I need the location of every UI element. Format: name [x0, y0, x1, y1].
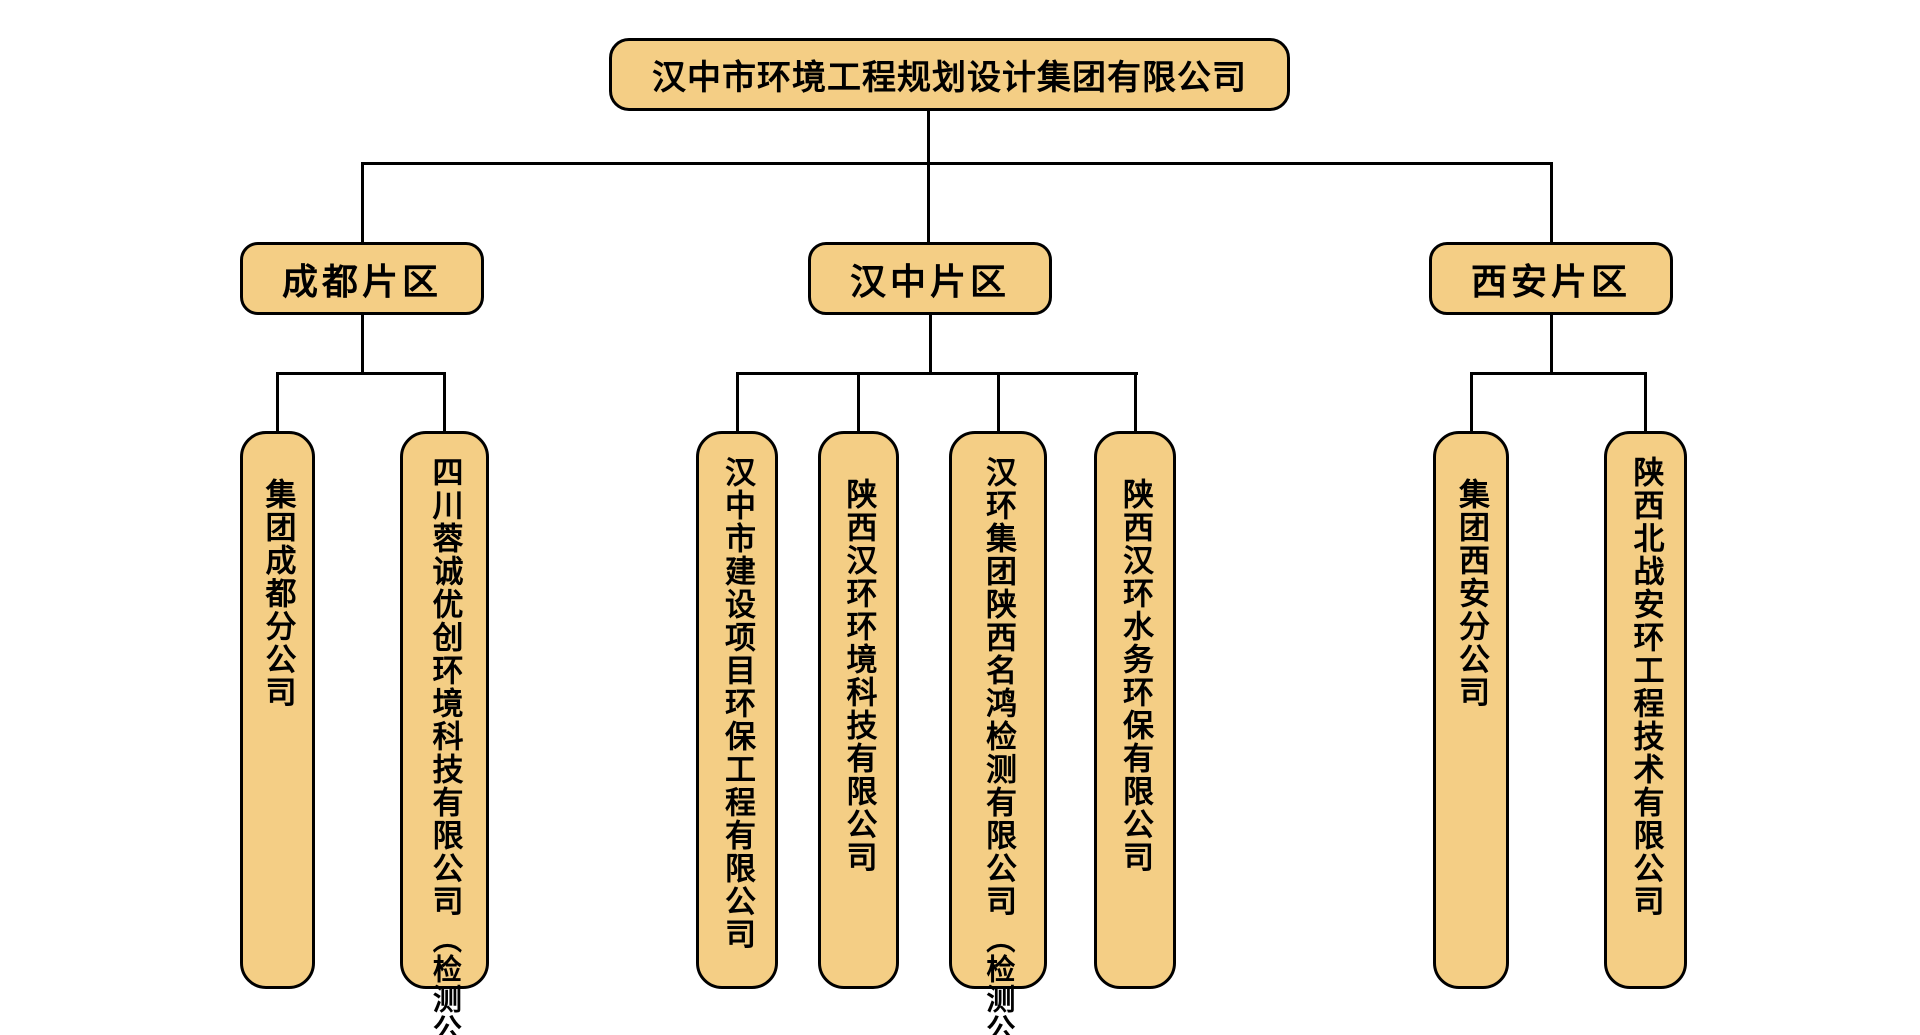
- region-box-xian: 西安片区: [1429, 242, 1673, 315]
- connector-xian-stem: [1550, 315, 1553, 372]
- connector-hanzhong-drop-3: [997, 372, 1000, 431]
- leaf-box-sichuan-rongcheng: 四川蓉诚优创环境科技有限公司 （检测公司）: [400, 431, 489, 1035]
- connector-level1-rail: [361, 162, 1553, 165]
- connector-chengdu-rail: [276, 372, 446, 375]
- company-annotation: （检测公司）: [428, 924, 461, 1035]
- connector-hanzhong-drop-4: [1134, 372, 1137, 431]
- connector-hanzhong-drop-1: [736, 372, 739, 431]
- region-label-hanzhong: 汉中片区: [849, 260, 1010, 302]
- connector-chengdu-drop-1: [276, 372, 279, 431]
- region-box-hanzhong: 汉中片区: [808, 242, 1052, 315]
- connector-xian-drop-2: [1644, 372, 1647, 431]
- connector-drop-xian: [1550, 162, 1553, 242]
- connector-hanzhong-stem: [929, 315, 932, 372]
- company-name: 陕西汉环环境科技有限公司: [841, 478, 877, 874]
- company-annotation: （检测公司）: [981, 924, 1014, 1035]
- connector-hanzhong-rail: [736, 372, 1138, 375]
- connector-root-stem: [927, 111, 930, 242]
- connector-chengdu-drop-2: [443, 372, 446, 431]
- company-name: 汉中市建设项目环保工程有限公司: [720, 456, 756, 951]
- root-company-label: 汉中市环境工程规划设计集团有限公司: [652, 59, 1247, 97]
- leaf-box-hanzhong-jianshe: 汉中市建设项目环保工程有限公司: [696, 431, 778, 989]
- region-label-chengdu: 成都片区: [281, 260, 442, 302]
- connector-xian-drop-1: [1470, 372, 1473, 431]
- company-name: 集团成都分公司: [260, 478, 296, 709]
- leaf-box-jituan-xian: 集团西安分公司: [1433, 431, 1509, 989]
- leaf-box-shaanxi-beizhan: 陕西北战安环工程技术有限公司: [1604, 431, 1687, 989]
- leaf-box-shaanxi-hanhuan-shuiwu: 陕西汉环水务环保有限公司: [1094, 431, 1176, 989]
- connector-drop-chengdu: [361, 162, 364, 242]
- company-name: 集团西安分公司: [1454, 478, 1490, 709]
- leaf-box-shaanxi-hanhuan-huanjing: 陕西汉环环境科技有限公司: [818, 431, 899, 989]
- connector-hanzhong-drop-2: [857, 372, 860, 431]
- leaf-box-jituan-chengdu: 集团成都分公司: [240, 431, 315, 989]
- root-company-box: 汉中市环境工程规划设计集团有限公司: [609, 38, 1290, 111]
- connector-xian-rail: [1470, 372, 1647, 375]
- leaf-box-hanhuan-minghong: 汉环集团陕西名鸿检测有限公司 （检测公司）: [949, 431, 1047, 1035]
- company-name: 汉环集团陕西名鸿检测有限公司: [981, 456, 1017, 918]
- connector-chengdu-stem: [361, 315, 364, 372]
- region-box-chengdu: 成都片区: [240, 242, 484, 315]
- region-label-xian: 西安片区: [1470, 260, 1631, 302]
- company-name: 陕西北战安环工程技术有限公司: [1628, 456, 1664, 918]
- company-name: 陕西汉环水务环保有限公司: [1118, 478, 1154, 874]
- company-name: 四川蓉诚优创环境科技有限公司: [427, 456, 463, 918]
